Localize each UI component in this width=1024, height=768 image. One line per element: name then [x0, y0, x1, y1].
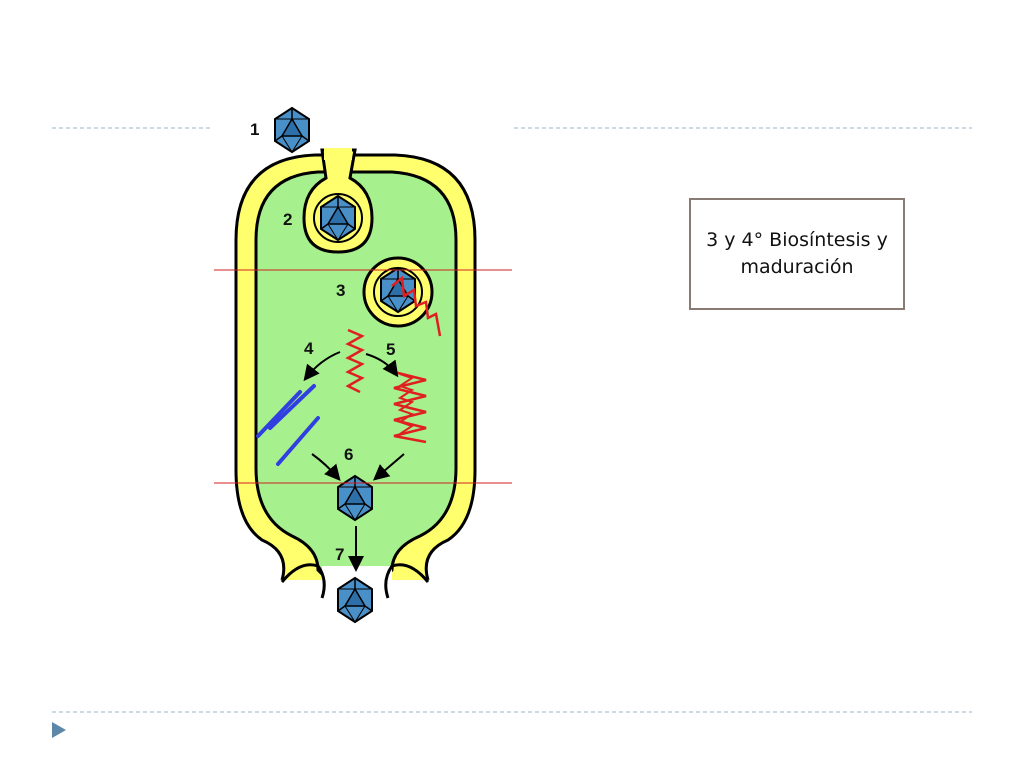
- step-label-7: 7: [335, 545, 344, 564]
- caption-text: 3 y 4° Biosíntesis y maduración: [706, 229, 888, 278]
- caption-box: 3 y 4° Biosíntesis y maduración: [689, 198, 905, 310]
- arrow-acid-to-assembly: [372, 453, 405, 481]
- step-label-3: 3: [336, 281, 345, 300]
- slide-bullet-icon: [52, 722, 66, 738]
- arrow-proteins-to-assembly: [311, 453, 341, 482]
- step-label-5: 5: [386, 340, 395, 359]
- nucleic-acid-strand-a: [345, 328, 365, 394]
- step-label-1: 1: [250, 120, 259, 139]
- arrow-to-proteins: [303, 351, 341, 382]
- step-label-2: 2: [283, 210, 292, 229]
- nucleic-acid-strand-b: [393, 370, 427, 444]
- virus-particle-3: [380, 267, 416, 313]
- nucleic-acid-strand-c: [397, 373, 415, 435]
- step-label-6: 6: [344, 445, 353, 464]
- virus-particle-7: [337, 577, 373, 623]
- arrow-to-replication: [365, 353, 399, 378]
- viral-protein-1: [256, 390, 302, 438]
- virus-particle-1: [274, 107, 310, 153]
- virus-particle-2: [320, 195, 356, 241]
- nucleic-acid-released: [391, 275, 442, 337]
- viral-protein-3: [276, 416, 320, 466]
- viral-protein-2: [268, 384, 316, 430]
- step-label-4: 4: [304, 339, 314, 358]
